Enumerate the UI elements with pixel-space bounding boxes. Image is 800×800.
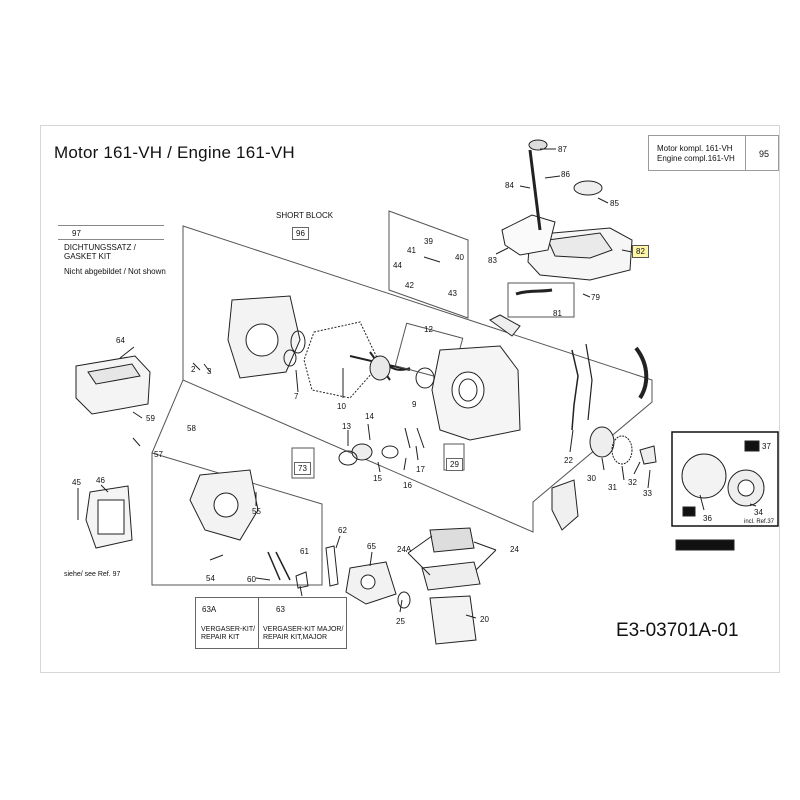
callout-29: 29 bbox=[446, 458, 463, 471]
callout-30: 30 bbox=[587, 474, 596, 483]
callout-9: 9 bbox=[412, 400, 417, 409]
cover-gasket bbox=[303, 321, 381, 399]
callout-84: 84 bbox=[505, 181, 514, 190]
callout-31: 31 bbox=[608, 483, 617, 492]
gasket-kit-box: 97 DICHTUNGSSATZ / GASKET KIT Nicht abge… bbox=[58, 225, 166, 285]
callout-46: 46 bbox=[96, 476, 105, 485]
repair-kit-en: REPAIR KIT bbox=[201, 634, 240, 641]
callout-43: 43 bbox=[448, 289, 457, 298]
callout-14: 14 bbox=[365, 412, 374, 421]
callout-44: 44 bbox=[393, 261, 402, 270]
callout-15: 15 bbox=[373, 474, 382, 483]
callout-22: 22 bbox=[564, 456, 573, 465]
callout-37: 37 bbox=[762, 442, 771, 451]
callout-13: 13 bbox=[342, 422, 351, 431]
repair-kit-major-num: 63 bbox=[276, 605, 285, 614]
callout-41: 41 bbox=[407, 246, 416, 255]
header-ref-box: Motor kompl. 161-VH Engine compl.161-VH … bbox=[648, 135, 779, 171]
callout-64: 64 bbox=[116, 336, 125, 345]
callout-86: 86 bbox=[561, 170, 570, 179]
gasket-label-en: GASKET KIT bbox=[64, 252, 111, 261]
repair-kit-de: VERGASER-KIT/ bbox=[201, 626, 256, 633]
callout-17: 17 bbox=[416, 465, 425, 474]
callout-20: 20 bbox=[480, 615, 489, 624]
callout-2: 2 bbox=[191, 365, 196, 374]
callout-87: 87 bbox=[558, 145, 567, 154]
short-block-label: SHORT BLOCK bbox=[276, 211, 334, 220]
callout-16: 16 bbox=[403, 481, 412, 490]
callout-65: 65 bbox=[367, 542, 376, 551]
recoil-starter bbox=[681, 453, 727, 499]
incl-ref-note: incl. Ref.37 bbox=[744, 519, 775, 525]
repair-kit-major-en: REPAIR KIT,MAJOR bbox=[263, 634, 328, 641]
callout-25: 25 bbox=[396, 617, 405, 626]
recoil-bar bbox=[675, 539, 735, 551]
bracket-panel bbox=[388, 210, 469, 319]
callout-3: 3 bbox=[207, 367, 212, 376]
callout-42: 42 bbox=[405, 281, 414, 290]
gasket-line bbox=[58, 225, 164, 226]
gasket-num: 97 bbox=[72, 229, 81, 238]
callout-57: 57 bbox=[154, 450, 163, 459]
repair-kit-major-de: VERGASER-KIT MAJOR/ bbox=[263, 626, 344, 633]
gasket-label-de: DICHTUNGSSATZ / bbox=[64, 243, 136, 252]
callout-33: 33 bbox=[643, 489, 652, 498]
callout-7: 7 bbox=[294, 392, 299, 401]
callout-24A: 24A bbox=[397, 545, 412, 554]
callout-82: 82 bbox=[632, 245, 649, 258]
callout-10: 10 bbox=[337, 402, 346, 411]
callout-58: 58 bbox=[187, 424, 196, 433]
callout-36: 36 bbox=[703, 514, 712, 523]
callout-61: 61 bbox=[300, 547, 309, 556]
air-filter-base bbox=[429, 595, 477, 645]
header-line-de: Motor kompl. 161-VH bbox=[657, 144, 733, 153]
flywheel bbox=[589, 426, 615, 458]
callout-62: 62 bbox=[338, 526, 347, 535]
callout-39: 39 bbox=[424, 237, 433, 246]
callout-79: 79 bbox=[591, 293, 600, 302]
callout-81: 81 bbox=[553, 309, 562, 318]
callout-73: 73 bbox=[294, 462, 311, 475]
shroud-box bbox=[75, 355, 151, 415]
see-ref-note: siehe/ see Ref. 97 bbox=[64, 571, 121, 578]
drawing-frame bbox=[40, 125, 780, 673]
callout-12: 12 bbox=[424, 325, 433, 334]
header-line-en: Engine compl.161-VH bbox=[657, 154, 735, 163]
document-id: E3-03701A-01 bbox=[616, 620, 739, 641]
callout-83: 83 bbox=[488, 256, 497, 265]
callout-34: 34 bbox=[754, 508, 763, 517]
page-title: Motor 161-VH / Engine 161-VH bbox=[54, 143, 295, 162]
crankcase-panel bbox=[151, 452, 323, 586]
callout-40: 40 bbox=[455, 253, 464, 262]
callout-55: 55 bbox=[252, 507, 261, 516]
callout-32: 32 bbox=[628, 478, 637, 487]
air-filter-cover bbox=[429, 527, 475, 553]
callout-60: 60 bbox=[247, 575, 256, 584]
callout-54: 54 bbox=[206, 574, 215, 583]
callout-59: 59 bbox=[146, 414, 155, 423]
callout-85: 85 bbox=[610, 199, 619, 208]
header-divider bbox=[745, 136, 746, 170]
repair-kit-box: 63A VERGASER-KIT/ REPAIR KIT 63 VERGASER… bbox=[195, 597, 347, 649]
repair-divider bbox=[258, 598, 259, 648]
gasket-note: Nicht abgebildet / Not shown bbox=[64, 267, 166, 276]
callout-45: 45 bbox=[72, 478, 81, 487]
callout-24: 24 bbox=[510, 545, 519, 554]
header-ref-number: 95 bbox=[759, 149, 770, 159]
repair-kit-num: 63A bbox=[202, 605, 217, 614]
gasket-line bbox=[58, 239, 164, 240]
short-block-ref: 96 bbox=[292, 227, 309, 240]
recoil-box bbox=[671, 431, 779, 527]
